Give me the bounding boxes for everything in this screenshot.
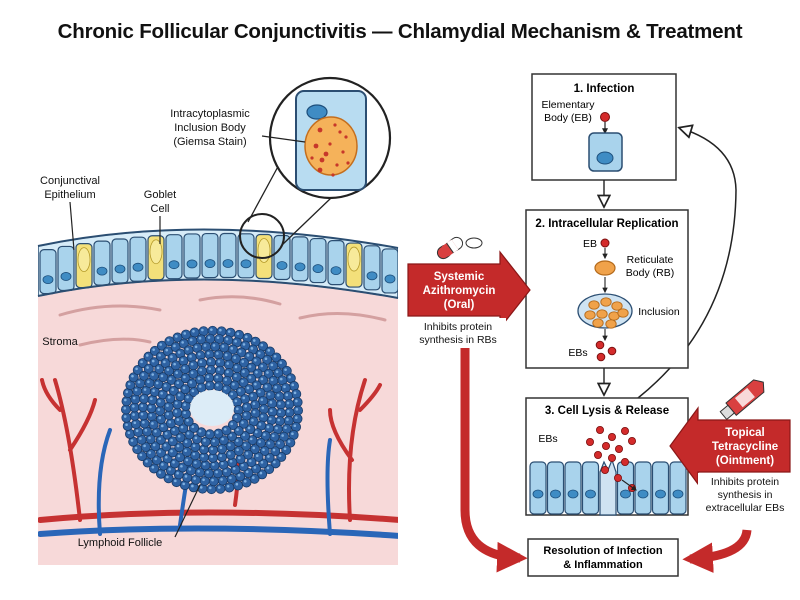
topical-tetracycline: Topical Tetracycline (Ointment) Inhibits… — [669, 379, 794, 518]
eb-label-1: Elementary — [541, 99, 595, 111]
elementary-body — [600, 112, 610, 122]
rb-label-2: Body (RB) — [626, 267, 674, 279]
inclusion-label-1: Intracytoplasmic — [170, 108, 250, 120]
systemic-label-1: Systemic — [434, 271, 485, 283]
resolution-box: Resolution of Infection & Inflammation — [527, 538, 679, 577]
goblet-label-1: Goblet — [144, 189, 176, 201]
inclusion-label: Inclusion — [638, 306, 680, 318]
inclusion-body — [304, 116, 358, 176]
lymphoid-follicle — [121, 325, 303, 495]
inclusion-label-2: Inclusion Body — [174, 122, 246, 134]
topical-note-2: synthesis in — [718, 489, 773, 501]
follicle-label: Lymphoid Follicle — [78, 537, 163, 549]
resolution-line-1: Resolution of Infection — [543, 545, 662, 557]
stroma-fibers — [58, 295, 387, 347]
replication-eb-label: EB — [583, 238, 597, 250]
inclusion-label-3: (Giemsa Stain) — [173, 136, 246, 148]
systemic-drug-arrow — [407, 250, 531, 330]
eb-label-2: Body (EB) — [544, 112, 592, 124]
systemic-note-1: Inhibits protein — [424, 321, 492, 333]
topical-label-1: Topical — [725, 427, 764, 439]
topical-note-1: Inhibits protein — [711, 476, 779, 488]
topical-label-2: Tetracycline — [712, 441, 778, 453]
replication-ebs-label: EBs — [568, 347, 587, 359]
lifecycle-flow: 1. Infection Elementary Body (EB) 2. Int… — [407, 73, 794, 577]
step-replication-title: 2. Intracellular Replication — [535, 218, 678, 230]
lysis-ebs-label: EBs — [538, 433, 557, 445]
systemic-azithromycin: Systemic Azithromycin (Oral) Inhibits pr… — [407, 236, 531, 348]
stroma-label: Stroma — [42, 336, 78, 348]
reticulate-body — [594, 260, 616, 276]
systemic-note-2: synthesis in RBs — [419, 334, 497, 346]
released-ebs — [586, 425, 637, 492]
systemic-label-3: (Oral) — [444, 299, 475, 311]
step-infection-title: 1. Infection — [574, 83, 635, 95]
topical-note-3: extracellular EBs — [706, 502, 785, 514]
topical-label-3: (Ointment) — [716, 455, 774, 467]
diagram-title: Chronic Follicular Conjunctivitis — Chla… — [57, 20, 743, 43]
epithelium-label-2: Epithelium — [44, 189, 95, 201]
resolution-line-2: & Inflammation — [563, 559, 643, 571]
epithelium-label-1: Conjunctival — [40, 175, 100, 187]
tablet-icon — [465, 237, 483, 249]
lysis-epithelium — [529, 458, 687, 516]
systemic-to-resolution-arrow — [460, 345, 528, 573]
blood-vessels — [38, 378, 398, 539]
capsule-icon — [436, 236, 464, 260]
step-lysis-title: 3. Cell Lysis & Release — [545, 405, 669, 417]
epithelial-cells — [39, 232, 398, 295]
step-lysis-box: 3. Cell Lysis & Release EBs — [525, 397, 689, 516]
goblet-label-2: Cell — [151, 203, 170, 215]
step-replication-box: 2. Intracellular Replication EB Reticula… — [525, 209, 689, 369]
rb-label-1: Reticulate — [627, 254, 674, 266]
topical-drug-arrow — [669, 406, 791, 486]
topical-to-resolution-arrow — [682, 529, 752, 574]
systemic-label-2: Azithromycin — [423, 285, 496, 297]
zoom-circle-small — [239, 213, 285, 259]
magnified-inclusion — [239, 76, 392, 259]
ointment-tube-icon — [719, 379, 765, 421]
step-infection-box: 1. Infection Elementary Body (EB) — [531, 73, 677, 181]
tissue-section: Intracytoplasmic Inclusion Body (Giemsa … — [37, 76, 399, 565]
